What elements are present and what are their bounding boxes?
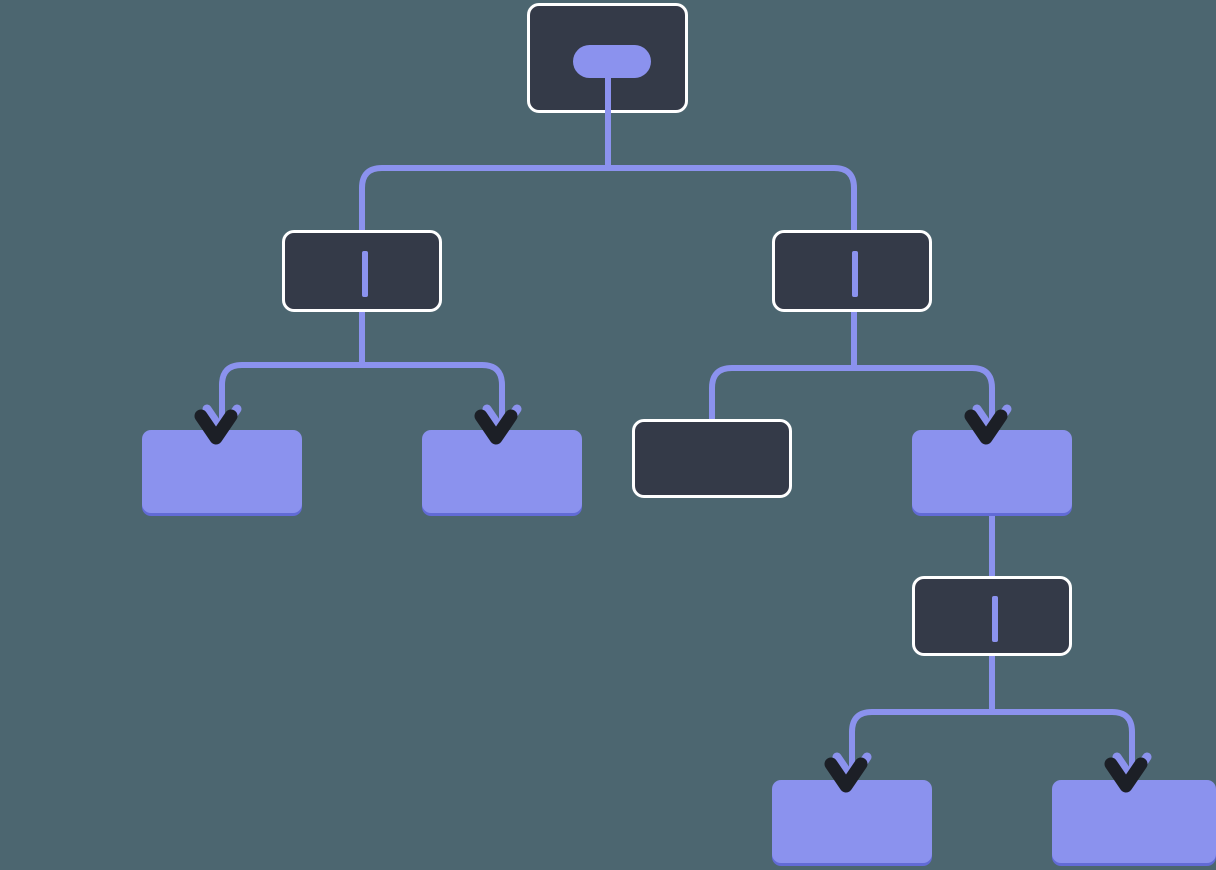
node-root[interactable] bbox=[527, 3, 688, 116]
edge-connector-3 bbox=[219, 362, 505, 435]
edge-connector-1 bbox=[359, 165, 857, 235]
node-level3-accent[interactable] bbox=[912, 430, 1072, 513]
node-level4-dark[interactable] bbox=[912, 576, 1072, 656]
pill-stem-icon bbox=[605, 78, 611, 116]
node-leaf-3[interactable] bbox=[772, 780, 932, 863]
node-leaf-1[interactable] bbox=[142, 430, 302, 513]
node-leaf-4[interactable] bbox=[1052, 780, 1216, 863]
vertical-bar-icon bbox=[362, 251, 368, 297]
node-leaf-2[interactable] bbox=[422, 430, 582, 513]
node-level2-left[interactable] bbox=[282, 230, 442, 312]
pill-shape-icon bbox=[573, 45, 651, 78]
node-level3-dark[interactable] bbox=[632, 419, 792, 498]
edge-connector-5 bbox=[709, 365, 995, 435]
edge-connector-8 bbox=[849, 709, 1135, 783]
node-level2-right[interactable] bbox=[772, 230, 932, 312]
vertical-bar-icon bbox=[992, 596, 998, 642]
vertical-bar-icon bbox=[852, 251, 858, 297]
